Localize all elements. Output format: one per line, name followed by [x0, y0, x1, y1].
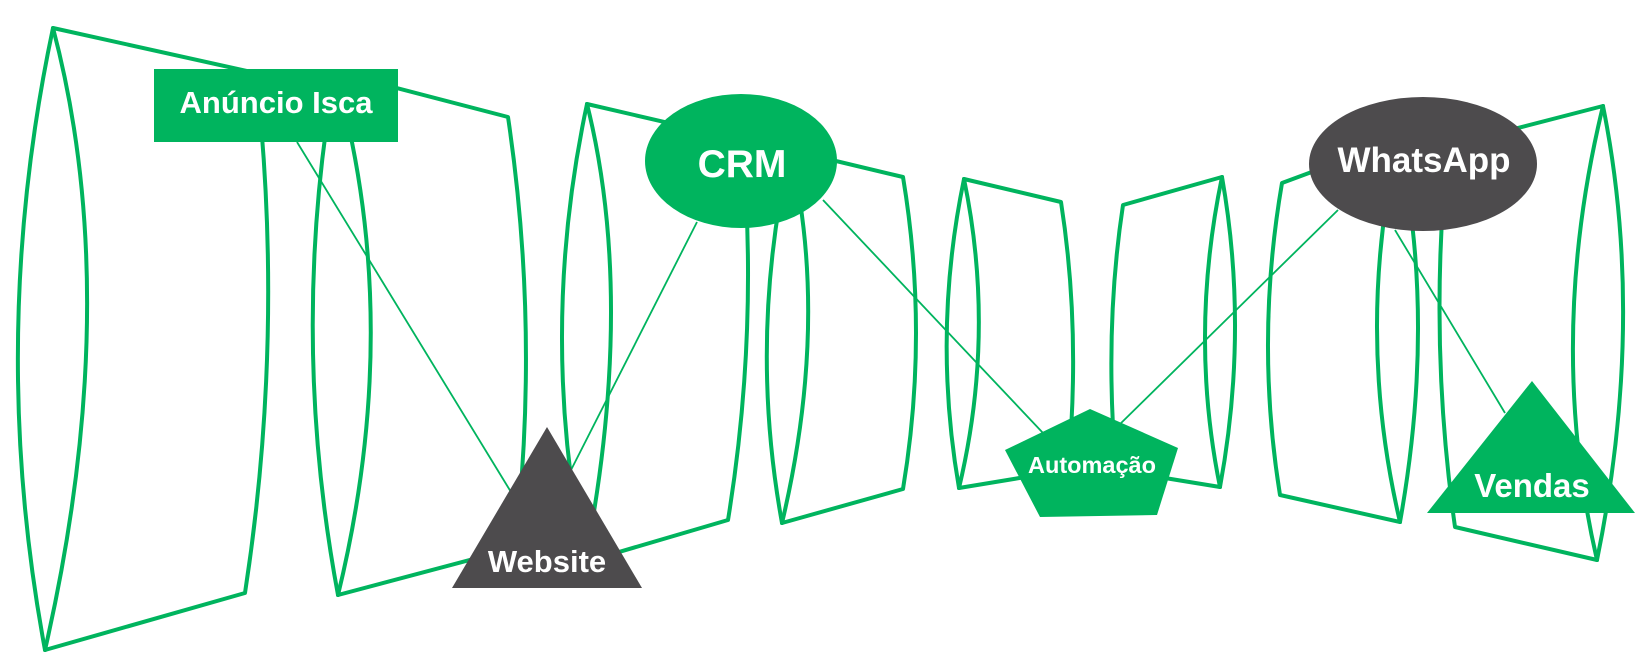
node-crm[interactable]: CRM [645, 94, 837, 228]
node-anuncio-isca[interactable]: Anúncio Isca [154, 69, 398, 142]
node-website-label: Website [488, 544, 606, 579]
node-whatsapp-shape[interactable] [1309, 97, 1537, 231]
page-panel-1-fold [43, 26, 90, 652]
node-crm-shape[interactable] [645, 94, 837, 228]
node-automacao-label: Automação [1028, 452, 1156, 478]
page-panel-2 [310, 70, 528, 597]
node-anuncio-isca-label: Anúncio Isca [180, 85, 374, 120]
page-panel-6-fold [1203, 175, 1224, 489]
page-panel-2-outline [310, 70, 528, 597]
node-crm-label: CRM [698, 143, 787, 186]
connector-whatsapp-to-automacao [1115, 209, 1339, 429]
connector-anuncio-isca-to-website [296, 141, 512, 493]
node-vendas-label: Vendas [1474, 467, 1590, 504]
node-vendas[interactable]: Vendas [1427, 381, 1635, 513]
node-automacao-shape[interactable] [1005, 409, 1178, 517]
node-website[interactable]: Website [452, 427, 642, 588]
node-website-shape[interactable] [452, 427, 642, 588]
connectors [296, 141, 1506, 493]
page-panel-2-fold [333, 70, 373, 597]
page-panel-3-fold [583, 102, 613, 564]
node-automacao[interactable]: Automação [1005, 409, 1178, 517]
connector-crm-to-automacao [822, 199, 1044, 434]
page-panel-1 [15, 26, 271, 652]
node-whatsapp-label: WhatsApp [1337, 141, 1510, 180]
page-panel-5-outline [944, 177, 1076, 490]
page-panel-5 [944, 177, 1076, 490]
node-anuncio-isca-shape[interactable] [154, 69, 398, 142]
connector-whatsapp-to-vendas [1394, 229, 1506, 414]
node-vendas-shape[interactable] [1427, 381, 1635, 513]
connector-crm-to-website [569, 221, 698, 473]
page-panel-5-fold [957, 177, 981, 490]
node-whatsapp[interactable]: WhatsApp [1309, 97, 1537, 231]
